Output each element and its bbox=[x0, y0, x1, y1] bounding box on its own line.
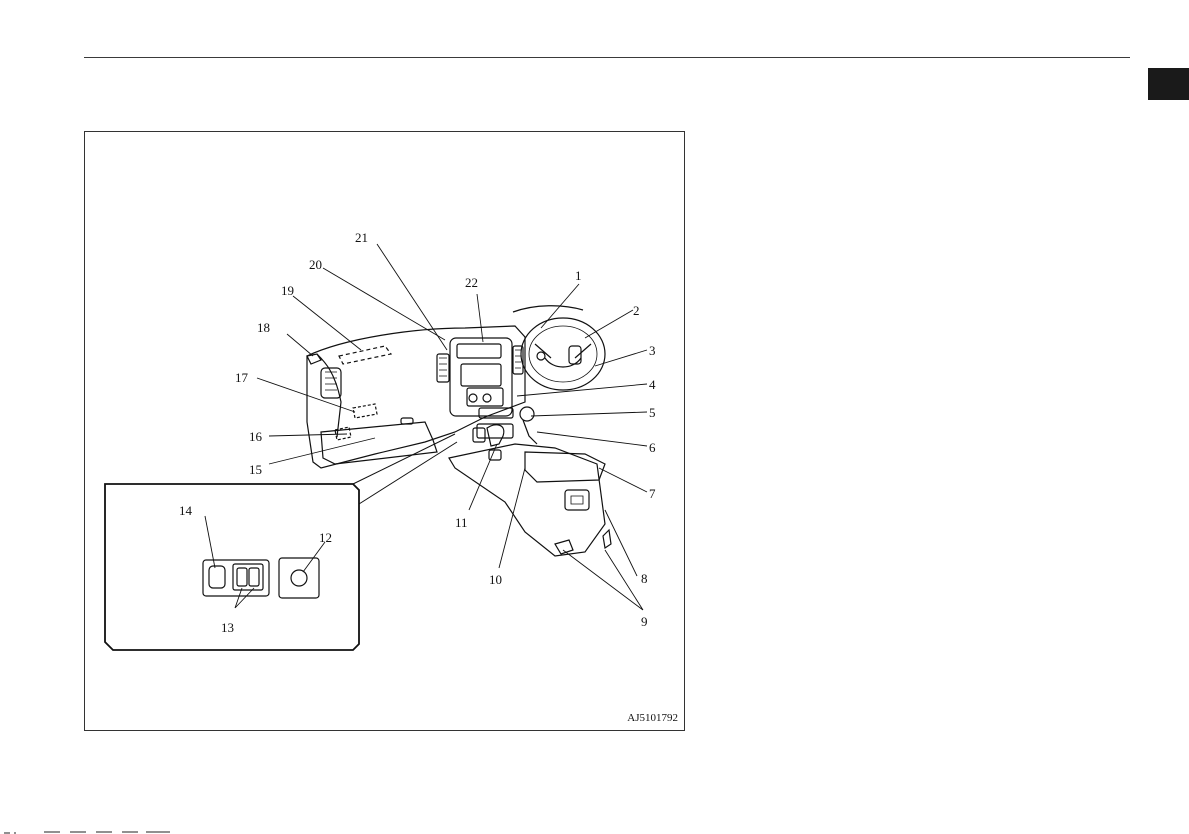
knee-airbag-area bbox=[353, 404, 377, 418]
inset-switch-13a bbox=[237, 568, 247, 586]
callout-15: 15 bbox=[249, 462, 262, 477]
rear-console-panel bbox=[565, 490, 589, 510]
footer-marks bbox=[0, 826, 300, 834]
callout-8: 8 bbox=[641, 571, 648, 586]
callout-22: 22 bbox=[465, 275, 478, 290]
callout-9: 9 bbox=[641, 614, 648, 629]
console-lid bbox=[525, 452, 605, 482]
callout-14: 14 bbox=[179, 503, 193, 518]
transfer-lever-knob bbox=[520, 407, 534, 421]
rear-side-vent bbox=[603, 530, 611, 548]
dash-side-edge bbox=[317, 354, 341, 437]
center-console bbox=[449, 444, 605, 556]
switch-bezel bbox=[473, 428, 485, 442]
center-display bbox=[457, 344, 501, 358]
steering-wheel bbox=[521, 318, 605, 390]
dashboard-illustration: 1 2 3 4 5 6 7 8 9 10 11 12 13 14 15 16 1… bbox=[85, 132, 686, 732]
instrument-hood bbox=[513, 306, 583, 312]
rear-vent bbox=[555, 540, 573, 554]
callout-17: 17 bbox=[235, 370, 249, 385]
climate-panel bbox=[467, 388, 503, 406]
callout-6: 6 bbox=[649, 440, 656, 455]
header-rule bbox=[84, 57, 1130, 58]
inset-socket-panel bbox=[279, 558, 319, 598]
inset-switch-13b bbox=[249, 568, 259, 586]
callout-5: 5 bbox=[649, 405, 656, 420]
callout-13: 13 bbox=[221, 620, 234, 635]
callout-18: 18 bbox=[257, 320, 270, 335]
shift-lever bbox=[487, 425, 504, 446]
callout-11: 11 bbox=[455, 515, 468, 530]
callout-1: 1 bbox=[575, 268, 582, 283]
callout-21: 21 bbox=[355, 230, 368, 245]
inset-switch-14 bbox=[209, 566, 225, 588]
figure-code: AJ5101792 bbox=[627, 712, 678, 724]
callout-20: 20 bbox=[309, 257, 322, 272]
callout-4: 4 bbox=[649, 377, 656, 392]
callout-7: 7 bbox=[649, 486, 656, 501]
callout-3: 3 bbox=[649, 343, 656, 358]
audio-unit bbox=[461, 364, 501, 386]
callout-19: 19 bbox=[281, 283, 294, 298]
switch-panel bbox=[477, 424, 513, 438]
passenger-airbag-area bbox=[339, 346, 391, 364]
callout-10: 10 bbox=[489, 572, 502, 587]
callout-2: 2 bbox=[633, 303, 640, 318]
section-tab bbox=[1148, 68, 1189, 100]
callout-12: 12 bbox=[319, 530, 332, 545]
callout-16: 16 bbox=[249, 429, 263, 444]
inset-socket bbox=[291, 570, 307, 586]
figure-frame: 1 2 3 4 5 6 7 8 9 10 11 12 13 14 15 16 1… bbox=[84, 131, 685, 731]
